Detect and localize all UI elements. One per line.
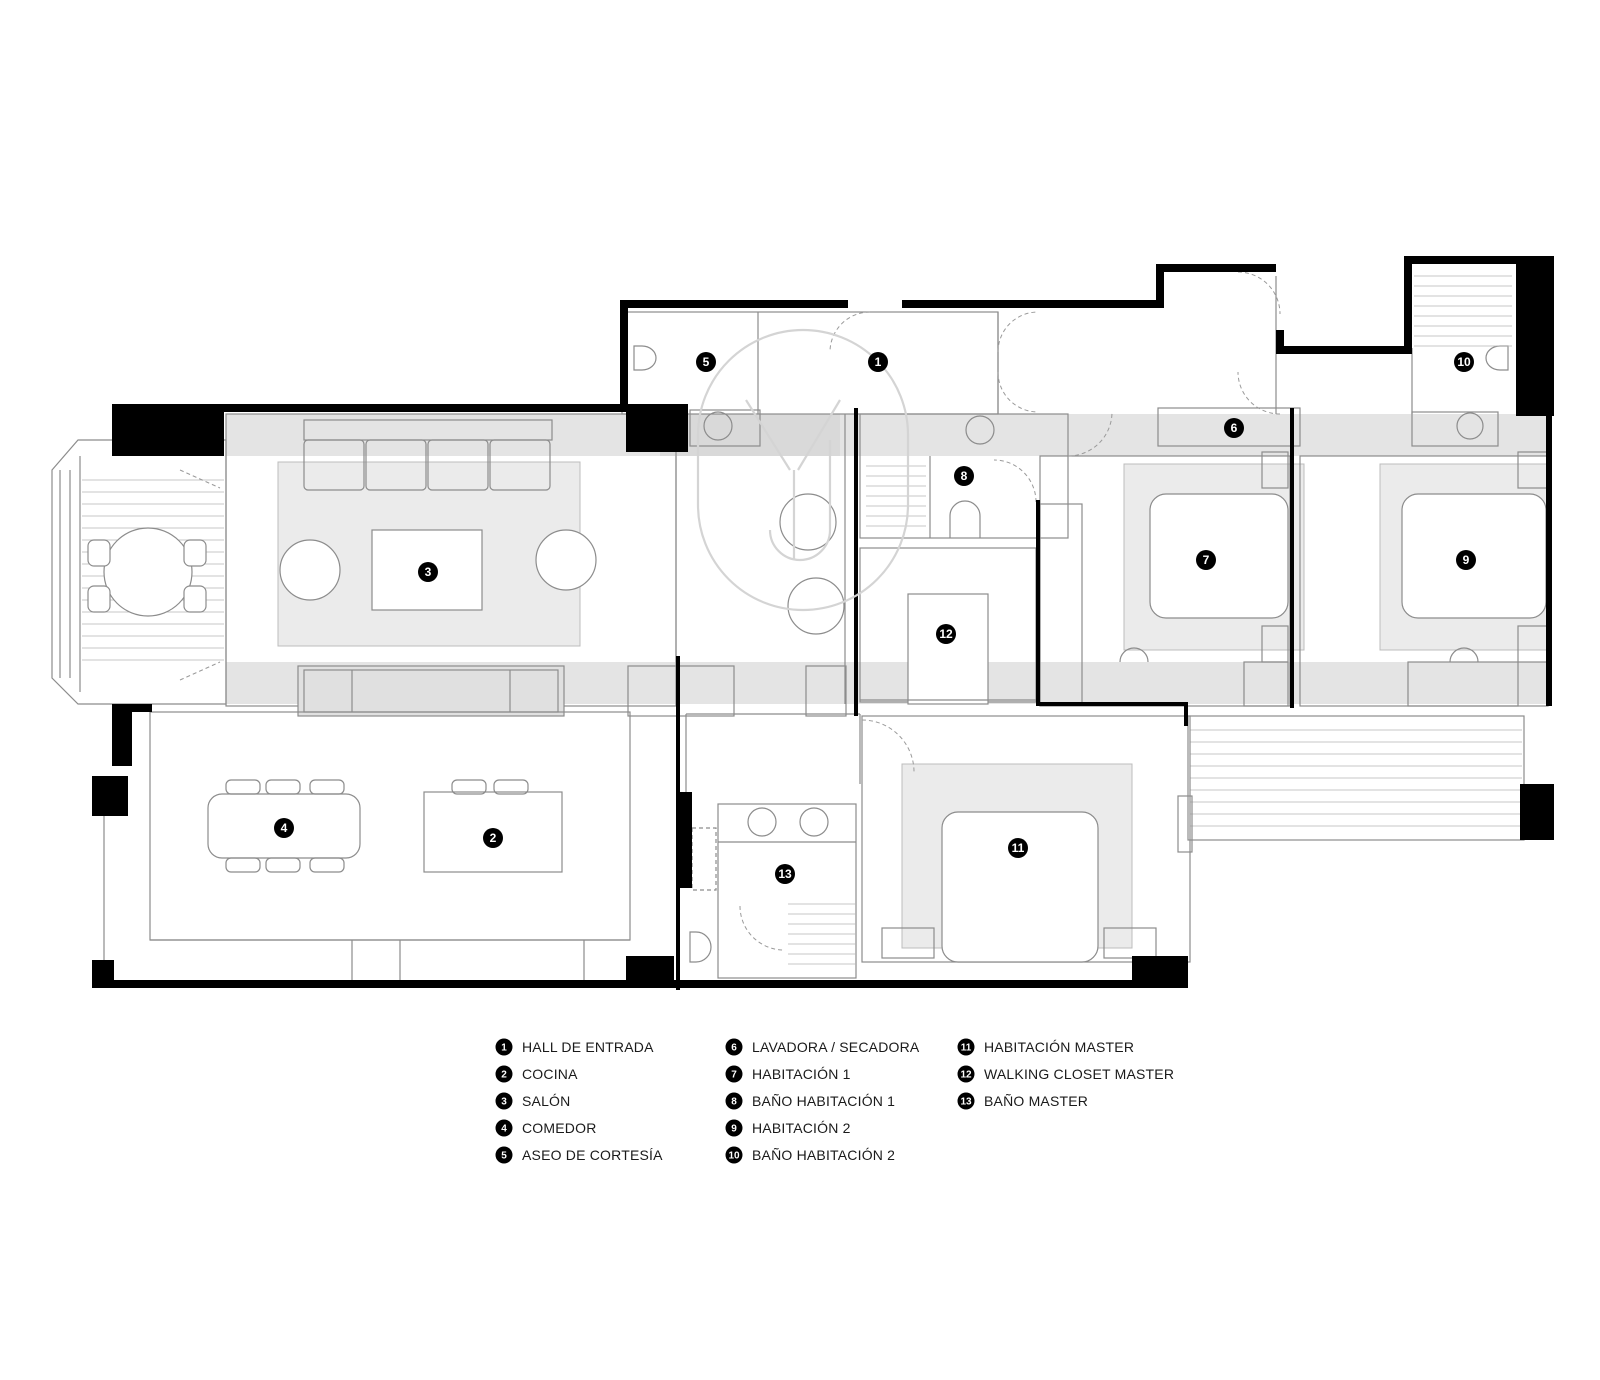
legend-dot bbox=[495, 1092, 513, 1110]
legend-dot bbox=[725, 1119, 743, 1137]
legend-item-4: 4 COMEDOR bbox=[495, 1119, 597, 1137]
room-marker-dot bbox=[1454, 352, 1474, 372]
room-marker-4: 4 bbox=[274, 818, 294, 838]
legend-label: COMEDOR bbox=[522, 1120, 597, 1136]
legend-dot bbox=[957, 1092, 975, 1110]
room-marker-number: 4 bbox=[281, 821, 288, 835]
room-marker-dot bbox=[483, 828, 503, 848]
legend-item-13: 13 BAÑO MASTER bbox=[957, 1092, 1088, 1110]
legend-number: 4 bbox=[501, 1124, 507, 1135]
legend-dot bbox=[725, 1065, 743, 1083]
room-marker-number: 6 bbox=[1231, 421, 1238, 435]
legend-label: HABITACIÓN MASTER bbox=[984, 1039, 1134, 1055]
legend-dot bbox=[725, 1092, 743, 1110]
legend-number: 7 bbox=[731, 1070, 737, 1081]
legend-label: HALL DE ENTRADA bbox=[522, 1039, 654, 1055]
monogram-logo bbox=[696, 328, 910, 612]
legend-item-7: 7 HABITACIÓN 1 bbox=[725, 1065, 851, 1083]
room-marker-7: 7 bbox=[1196, 550, 1216, 570]
room-marker-number: 12 bbox=[939, 627, 953, 641]
legend-dot bbox=[957, 1038, 975, 1056]
room-marker-9: 9 bbox=[1456, 550, 1476, 570]
legend-item-9: 9 HABITACIÓN 2 bbox=[725, 1119, 851, 1137]
room-marker-number: 7 bbox=[1203, 553, 1210, 567]
walls bbox=[92, 256, 1554, 990]
room-marker-dot bbox=[696, 352, 716, 372]
legend-item-5: 5 ASEO DE CORTESÍA bbox=[495, 1146, 663, 1164]
room-marker-number: 10 bbox=[1457, 355, 1471, 369]
legend-number: 12 bbox=[960, 1070, 972, 1081]
legend-label: HABITACIÓN 1 bbox=[752, 1066, 851, 1082]
room-marker-10: 10 bbox=[1454, 352, 1474, 372]
room-marker-dot bbox=[868, 352, 888, 372]
legend-item-12: 12 WALKING CLOSET MASTER bbox=[957, 1065, 1174, 1083]
room-marker-2: 2 bbox=[483, 828, 503, 848]
legend-number: 5 bbox=[501, 1151, 507, 1162]
legend-label: BAÑO MASTER bbox=[984, 1093, 1088, 1109]
legend-label: BAÑO HABITACIÓN 2 bbox=[752, 1147, 895, 1163]
room-marker-11: 11 bbox=[1008, 838, 1028, 858]
room-marker-1: 1 bbox=[868, 352, 888, 372]
room-marker-number: 5 bbox=[703, 355, 710, 369]
legend-label: LAVADORA / SECADORA bbox=[752, 1039, 920, 1055]
legend-number: 13 bbox=[960, 1097, 972, 1108]
legend-item-11: 11 HABITACIÓN MASTER bbox=[957, 1038, 1134, 1056]
legend-label: ASEO DE CORTESÍA bbox=[522, 1147, 663, 1163]
legend-number: 9 bbox=[731, 1124, 737, 1135]
room-marker-dot bbox=[418, 562, 438, 582]
legend-item-2: 2 COCINA bbox=[495, 1065, 578, 1083]
room-marker-number: 2 bbox=[490, 831, 497, 845]
legend-number: 11 bbox=[961, 1043, 972, 1054]
legend-item-6: 6 LAVADORA / SECADORA bbox=[725, 1038, 920, 1056]
room-marker-8: 8 bbox=[954, 466, 974, 486]
room-marker-number: 3 bbox=[425, 565, 432, 579]
legend-label: COCINA bbox=[522, 1066, 578, 1082]
room-marker-dot bbox=[775, 864, 795, 884]
legend-item-3: 3 SALÓN bbox=[495, 1092, 570, 1110]
legend-dot bbox=[957, 1065, 975, 1083]
legend-dot bbox=[725, 1038, 743, 1056]
legend-dot bbox=[495, 1038, 513, 1056]
legend-number: 6 bbox=[731, 1043, 737, 1054]
legend-dot bbox=[495, 1146, 513, 1164]
legend-number: 2 bbox=[501, 1070, 507, 1081]
room-marker-12: 12 bbox=[936, 624, 956, 644]
legend-label: WALKING CLOSET MASTER bbox=[984, 1066, 1174, 1082]
room-marker-5: 5 bbox=[696, 352, 716, 372]
legend-item-8: 8 BAÑO HABITACIÓN 1 bbox=[725, 1092, 895, 1110]
room-marker-6: 6 bbox=[1224, 418, 1244, 438]
legend-number: 1 bbox=[501, 1043, 507, 1054]
room-marker-dot bbox=[1224, 418, 1244, 438]
room-marker-number: 11 bbox=[1012, 841, 1025, 855]
legend-item-10: 10 BAÑO HABITACIÓN 2 bbox=[725, 1146, 895, 1164]
legend-label: SALÓN bbox=[522, 1093, 570, 1109]
room-marker-number: 8 bbox=[961, 469, 968, 483]
legend-dot bbox=[495, 1065, 513, 1083]
room-marker-dot bbox=[1196, 550, 1216, 570]
legend-label: BAÑO HABITACIÓN 1 bbox=[752, 1093, 895, 1109]
legend-dot bbox=[725, 1146, 743, 1164]
room-marker-number: 13 bbox=[778, 867, 792, 881]
room-marker-13: 13 bbox=[775, 864, 795, 884]
legend-number: 3 bbox=[501, 1097, 507, 1108]
legend-number: 8 bbox=[731, 1097, 737, 1108]
room-marker-number: 9 bbox=[1463, 553, 1470, 567]
room-marker-dot bbox=[1008, 838, 1028, 858]
room-marker-dot bbox=[1456, 550, 1476, 570]
legend: 1 HALL DE ENTRADA 2 COCINA 3 SALÓN 4 COMEDOR 5 AS… bbox=[495, 1038, 1174, 1164]
room-marker-dot bbox=[954, 466, 974, 486]
room-marker-dot bbox=[936, 624, 956, 644]
legend-number: 10 bbox=[728, 1151, 740, 1162]
door-swings bbox=[179, 271, 1281, 951]
legend-label: HABITACIÓN 2 bbox=[752, 1120, 851, 1136]
room-marker-number: 1 bbox=[875, 355, 882, 369]
legend-dot bbox=[495, 1119, 513, 1137]
legend-item-1: 1 HALL DE ENTRADA bbox=[495, 1038, 654, 1056]
room-marker-3: 3 bbox=[418, 562, 438, 582]
room-marker-dot bbox=[274, 818, 294, 838]
